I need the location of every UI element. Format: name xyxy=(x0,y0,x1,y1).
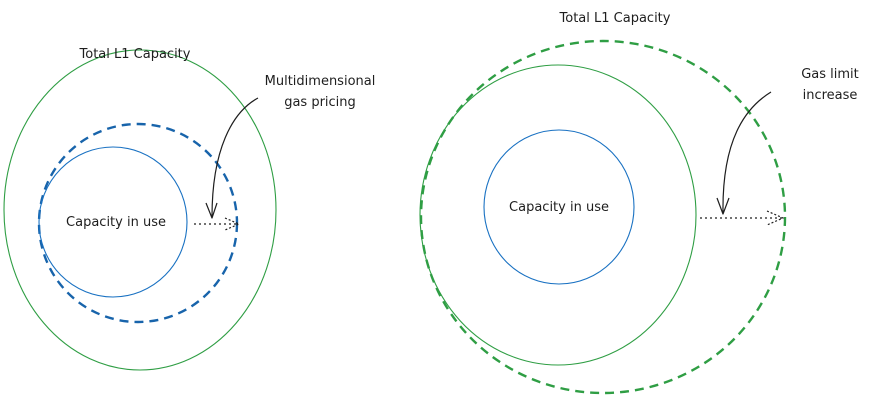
right-callout-arrow xyxy=(722,91,772,214)
left-total-capacity-circle xyxy=(3,49,277,371)
left-annotation-line2: gas pricing xyxy=(284,95,356,110)
right-annotation-line2: increase xyxy=(803,88,858,103)
left-callout-arrowhead-icon xyxy=(205,202,218,219)
right-total-capacity-circle xyxy=(419,64,697,366)
right-annotation-line1: Gas limit xyxy=(801,67,859,82)
right-inner-label: Capacity in use xyxy=(509,200,609,215)
left-title: Total L1 Capacity xyxy=(79,47,191,62)
right-capacity-in-use-circle xyxy=(483,129,635,285)
left-annotation-line1: Multidimensional xyxy=(265,74,376,89)
left-callout-arrow xyxy=(211,97,259,218)
right-title: Total L1 Capacity xyxy=(559,11,671,26)
left-capacity-in-use-circle xyxy=(38,146,188,298)
left-dotted-arrowhead-icon xyxy=(224,217,241,231)
left-inner-label: Capacity in use xyxy=(66,215,166,230)
right-dotted-arrowhead-icon xyxy=(766,210,785,226)
right-diagram: Total L1 Capacity Capacity in use Gas li… xyxy=(419,11,859,395)
left-diagram: Total L1 Capacity Capacity in use Multid… xyxy=(3,47,376,371)
right-callout-arrowhead-icon xyxy=(716,197,730,215)
right-expanded-capacity-dashed-circle xyxy=(419,39,787,395)
